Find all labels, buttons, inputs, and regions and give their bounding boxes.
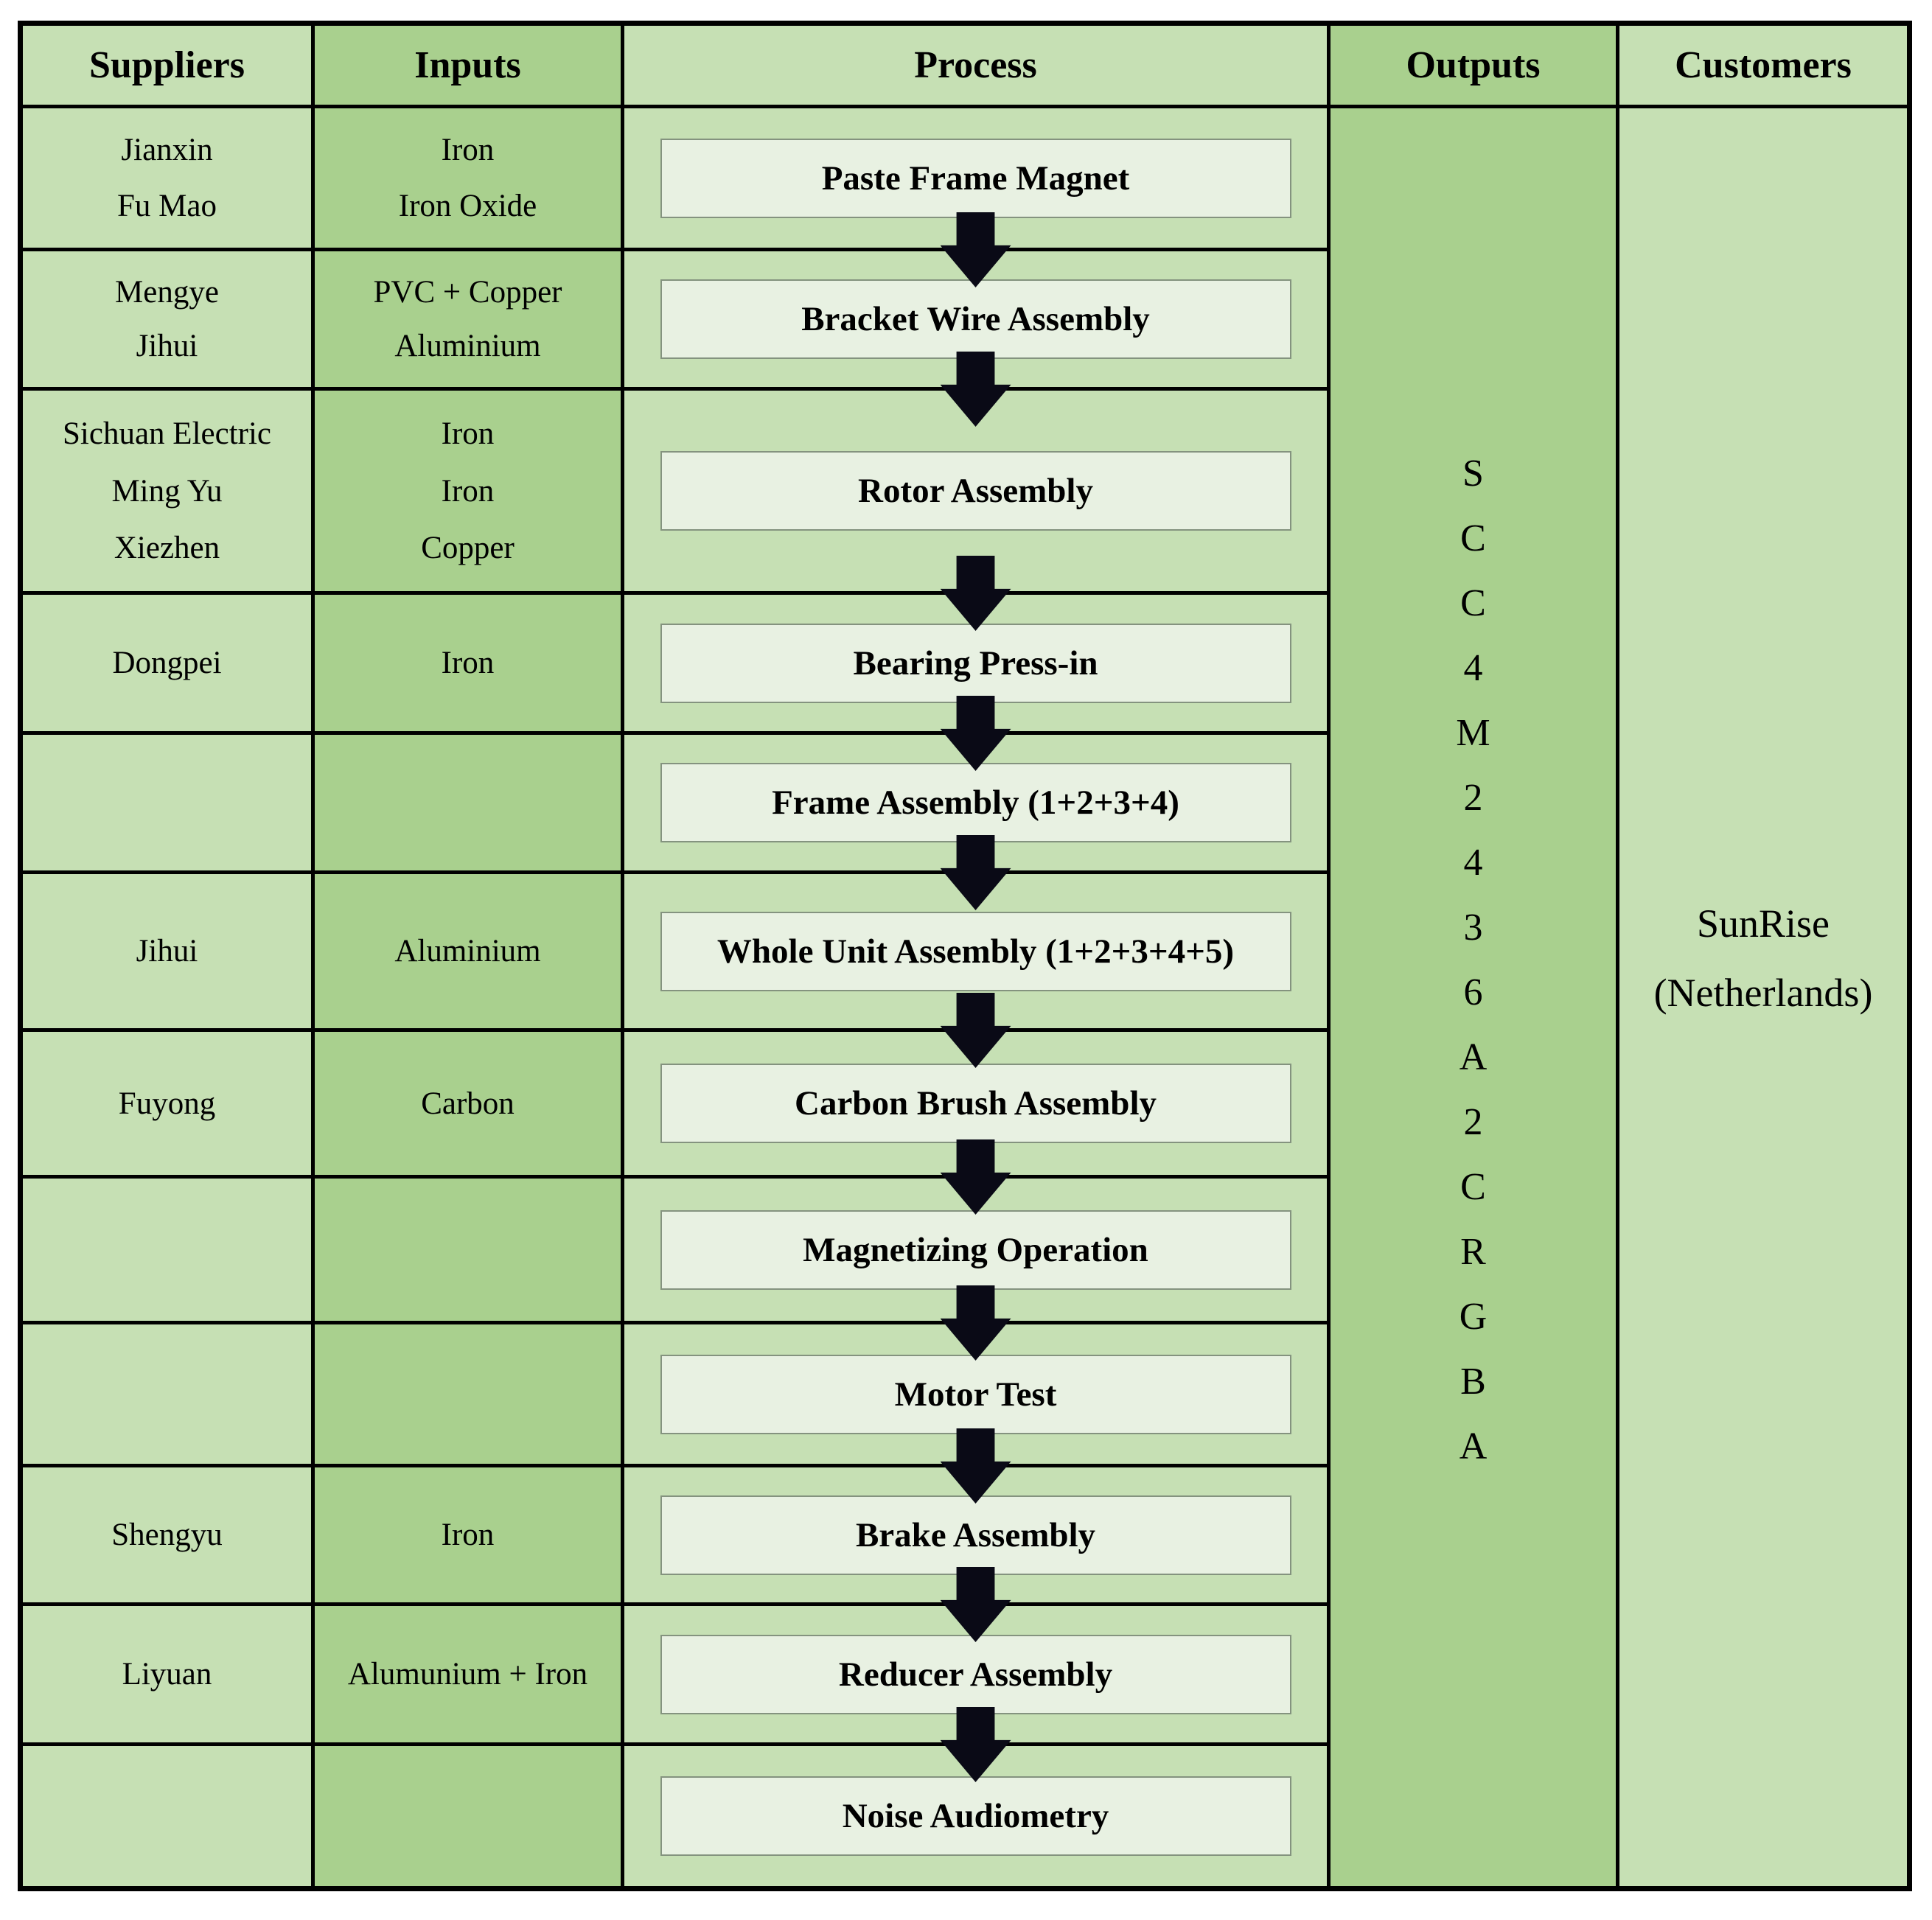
process-step-label: Reducer Assembly xyxy=(838,1655,1113,1694)
inputs-header: Inputs xyxy=(315,26,624,108)
suppliers-cell-5 xyxy=(23,735,315,874)
process-step-box: Bearing Press-in xyxy=(660,623,1291,703)
process-step-box: Magnetizing Operation xyxy=(660,1209,1291,1290)
inputs-cell-4: Iron xyxy=(315,595,624,735)
supplier-name: Fu Mao xyxy=(117,188,217,223)
outputs-header-label: Outputs xyxy=(1406,44,1541,86)
customer-location: (Netherlands) xyxy=(1653,971,1873,1015)
inputs-cell-6: Aluminium xyxy=(315,874,624,1032)
input-material: Copper xyxy=(421,530,515,565)
supplier-name: Xiezhen xyxy=(114,530,220,565)
supplier-name: Liyuan xyxy=(122,1657,212,1692)
suppliers-header: Suppliers xyxy=(23,26,315,108)
inputs-cell-1: Iron Iron Oxide xyxy=(315,108,624,251)
inputs-cell-5 xyxy=(315,735,624,874)
suppliers-cell-12 xyxy=(23,1746,315,1886)
supplier-name: Ming Yu xyxy=(111,473,223,509)
process-step-box: Brake Assembly xyxy=(660,1495,1291,1575)
process-step-label: Paste Frame Magnet xyxy=(821,158,1130,198)
input-material: Iron Oxide xyxy=(398,188,537,223)
outputs-code: S C C 4 M 2 4 3 6 A 2 C R G B A xyxy=(1456,453,1490,1467)
inputs-cell-10: Iron xyxy=(315,1467,624,1606)
supplier-name: Sichuan Electric xyxy=(63,416,271,452)
outputs-header: Outputs xyxy=(1331,26,1619,108)
supplier-name: Shengyu xyxy=(111,1518,223,1552)
inputs-cell-8 xyxy=(315,1179,624,1324)
suppliers-cell-10: Shengyu xyxy=(23,1467,315,1606)
input-material: Aluminium xyxy=(394,934,541,968)
suppliers-cell-9 xyxy=(23,1324,315,1467)
process-step-label: Bearing Press-in xyxy=(853,643,1098,683)
process-step-box: Carbon Brush Assembly xyxy=(660,1064,1291,1143)
process-step-box: Whole Unit Assembly (1+2+3+4+5) xyxy=(660,911,1291,991)
supplier-name: Jianxin xyxy=(121,133,213,168)
process-header-label: Process xyxy=(914,44,1037,86)
inputs-cell-11: Alumunium + Iron xyxy=(315,1606,624,1746)
customer-name: SunRise xyxy=(1696,901,1830,946)
process-header: Process xyxy=(624,26,1331,108)
process-step-label: Motor Test xyxy=(894,1375,1057,1414)
inputs-header-label: Inputs xyxy=(414,44,521,86)
input-material: Iron xyxy=(441,646,495,680)
process-step-box: Noise Audiometry xyxy=(660,1776,1291,1856)
input-material: Iron xyxy=(441,133,495,168)
supplier-name: Dongpei xyxy=(112,646,222,680)
input-material: Iron xyxy=(441,1518,495,1552)
suppliers-cell-6: Jihui xyxy=(23,874,315,1032)
process-step-label: Frame Assembly (1+2+3+4) xyxy=(772,783,1179,822)
process-cell-5: Frame Assembly (1+2+3+4) xyxy=(624,735,1331,910)
input-material: PVC + Copper xyxy=(373,274,562,310)
outputs-cell: S C C 4 M 2 4 3 6 A 2 C R G B A xyxy=(1331,108,1619,1886)
input-material: Carbon xyxy=(421,1086,515,1121)
process-step-label: Rotor Assembly xyxy=(858,472,1093,510)
process-step-label: Noise Audiometry xyxy=(842,1797,1109,1835)
process-cell-12: Noise Audiometry xyxy=(624,1746,1331,1886)
customers-header: Customers xyxy=(1619,26,1907,108)
suppliers-header-label: Suppliers xyxy=(89,44,245,86)
suppliers-cell-3: Sichuan Electric Ming Yu Xiezhen xyxy=(23,391,315,595)
process-step-label: Whole Unit Assembly (1+2+3+4+5) xyxy=(716,932,1235,971)
supplier-name: Jihui xyxy=(136,329,198,364)
input-material: Aluminium xyxy=(394,329,541,364)
inputs-cell-9 xyxy=(315,1324,624,1467)
supplier-name: Jihui xyxy=(136,934,198,968)
process-cell-3: Rotor Assembly xyxy=(624,391,1331,631)
input-material: Alumunium + Iron xyxy=(347,1657,588,1692)
inputs-cell-7: Carbon xyxy=(315,1032,624,1179)
inputs-cell-2: PVC + Copper Aluminium xyxy=(315,251,624,391)
process-step-box: Motor Test xyxy=(660,1354,1291,1434)
process-step-box: Reducer Assembly xyxy=(660,1634,1291,1714)
process-step-label: Brake Assembly xyxy=(855,1515,1096,1554)
sipoc-table: Suppliers Inputs Process Outputs Custome… xyxy=(18,21,1912,1891)
customers-header-label: Customers xyxy=(1675,44,1852,86)
suppliers-cell-1: Jianxin Fu Mao xyxy=(23,108,315,251)
suppliers-cell-7: Fuyong xyxy=(23,1032,315,1179)
process-step-box: Paste Frame Magnet xyxy=(660,138,1291,218)
process-step-box: Bracket Wire Assembly xyxy=(660,279,1291,359)
inputs-cell-12 xyxy=(315,1746,624,1886)
customers-cell: SunRise (Netherlands) xyxy=(1619,108,1907,1886)
suppliers-cell-2: Mengye Jihui xyxy=(23,251,315,391)
input-material: Iron xyxy=(441,473,495,509)
suppliers-cell-4: Dongpei xyxy=(23,595,315,735)
supplier-name: Fuyong xyxy=(118,1086,216,1121)
process-step-box: Frame Assembly (1+2+3+4) xyxy=(660,763,1291,842)
process-step-box: Rotor Assembly xyxy=(660,451,1291,531)
process-step-label: Carbon Brush Assembly xyxy=(795,1084,1157,1123)
supplier-name: Mengye xyxy=(115,274,219,310)
process-cell-1: Paste Frame Magnet xyxy=(624,108,1331,287)
process-step-label: Bracket Wire Assembly xyxy=(801,300,1150,338)
suppliers-cell-8 xyxy=(23,1179,315,1324)
inputs-cell-3: Iron Iron Copper xyxy=(315,391,624,595)
input-material: Iron xyxy=(441,416,495,452)
suppliers-cell-11: Liyuan xyxy=(23,1606,315,1746)
process-cell-7: Carbon Brush Assembly xyxy=(624,1032,1331,1215)
process-step-label: Magnetizing Operation xyxy=(803,1230,1148,1269)
